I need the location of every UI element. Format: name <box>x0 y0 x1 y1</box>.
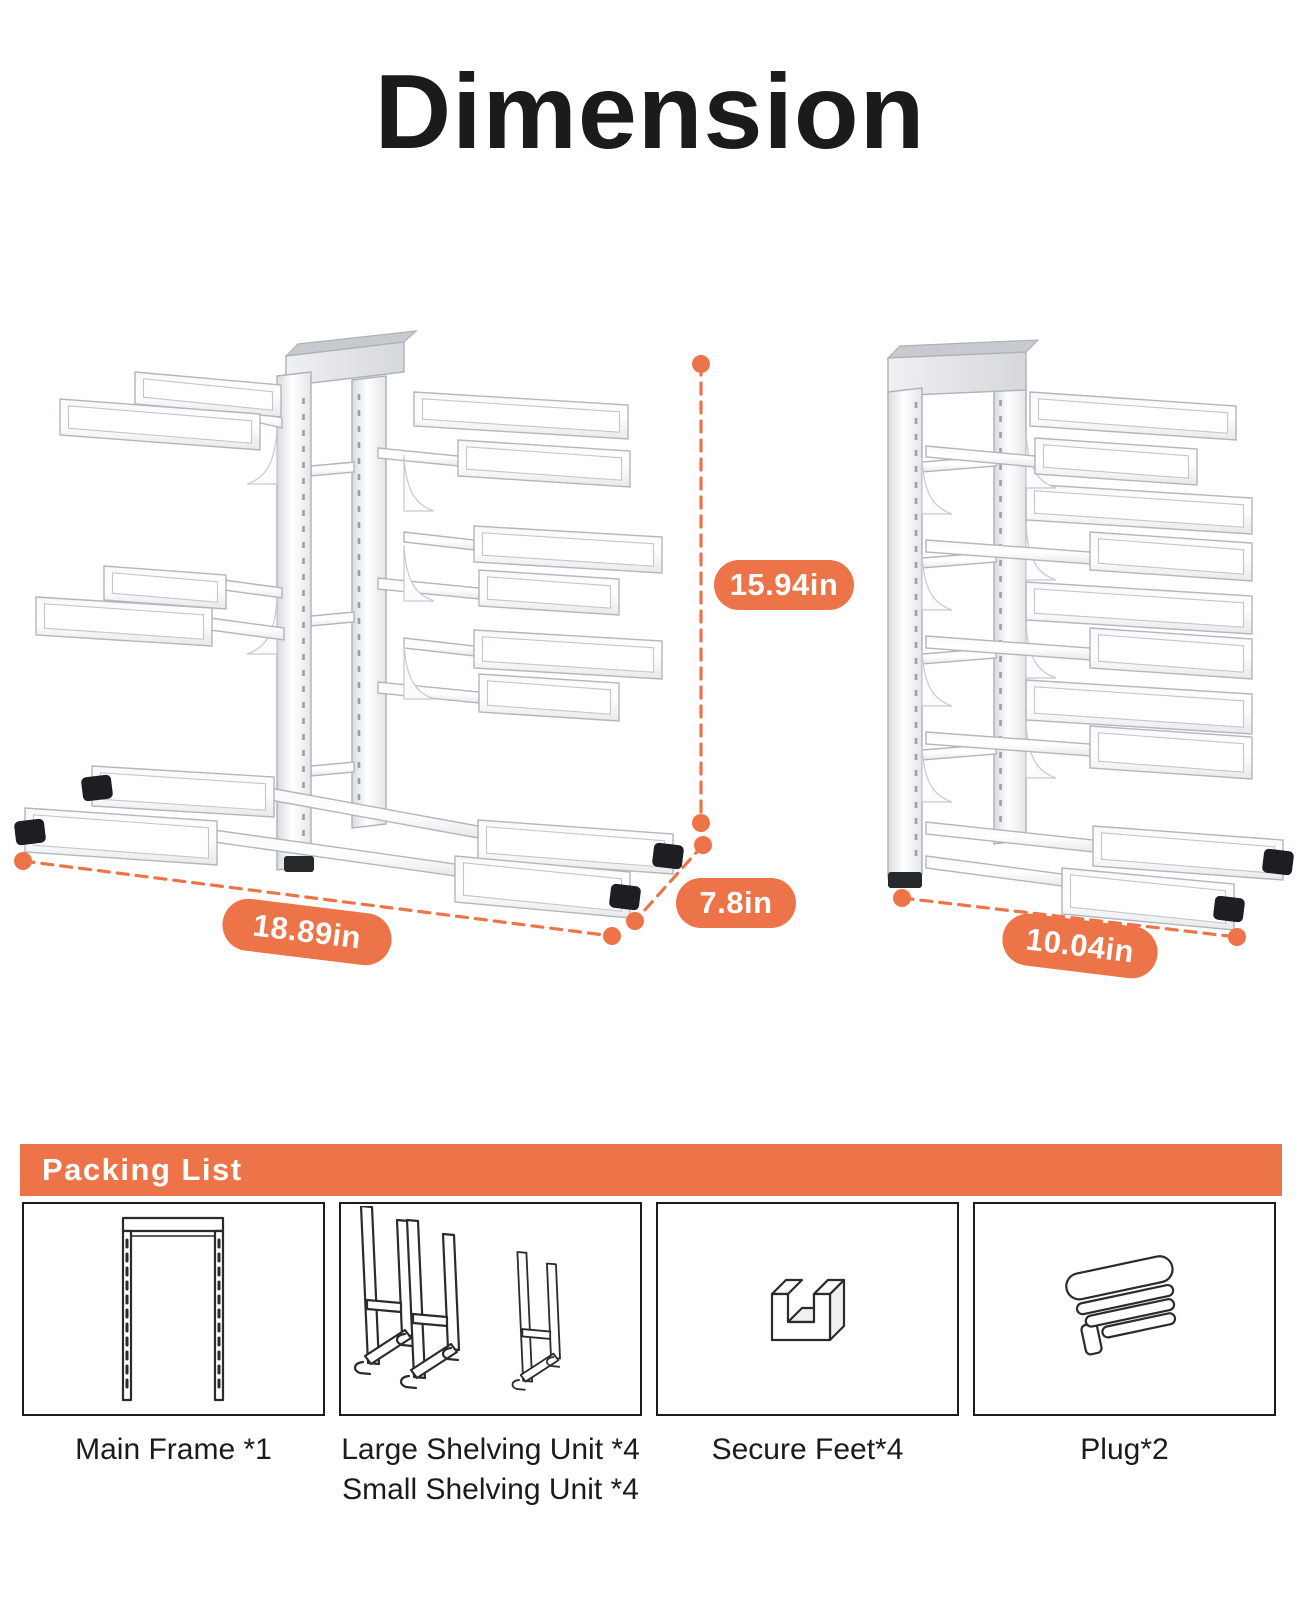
shelving-units-icon <box>353 1206 561 1391</box>
bracket-gusset <box>1025 523 1057 581</box>
bracket-gusset <box>1025 621 1057 679</box>
shelf-arm-hole <box>1037 398 1229 434</box>
rubber-cap <box>609 883 641 911</box>
plug-icon <box>1065 1255 1177 1356</box>
bracket-gusset <box>921 553 953 611</box>
page-title: Dimension <box>374 53 926 171</box>
shelf-arm-stem <box>209 617 285 641</box>
shelf-arm-hole <box>1033 686 1245 728</box>
dimension-dot <box>626 912 644 930</box>
shelf-arm-stem <box>377 681 480 704</box>
bracket-gusset <box>403 544 435 602</box>
rubber-cap <box>14 818 46 846</box>
depth-badge: 7.8in <box>676 878 796 928</box>
packing-item-label: Large Shelving Unit *4 <box>341 1433 640 1466</box>
dimension-dot <box>603 927 621 945</box>
width-dimension-line <box>21 859 614 938</box>
shelf-arm-hole <box>142 378 274 411</box>
bracket-gusset <box>403 454 435 512</box>
shelf-arm-hole <box>481 532 655 567</box>
shelf-arm-hole <box>1097 732 1245 773</box>
dimension-dot <box>1228 928 1246 946</box>
left-rack-illustration <box>14 330 684 919</box>
packing-item-secure-feet: Secure Feet*4 <box>656 1202 959 1510</box>
right-rack-top-beam <box>887 351 1027 397</box>
rubber-cap <box>652 842 684 870</box>
right-rack-back-rail <box>993 381 1027 845</box>
bracket-gusset <box>1025 721 1057 779</box>
post-foot <box>284 856 314 872</box>
bracket-gusset <box>921 745 953 803</box>
dimension-dot <box>893 889 911 907</box>
shelf-arm-hole <box>1069 874 1227 924</box>
shelf-arm-hole <box>67 405 253 444</box>
packing-item-box <box>973 1202 1276 1416</box>
dimension-lines <box>14 355 1246 946</box>
packing-item-box <box>22 1202 325 1416</box>
packing-item-label: Plug*2 <box>1080 1433 1169 1466</box>
dimension-dot <box>692 814 710 832</box>
shelf-arm-stem <box>403 637 475 657</box>
packing-list-header-label: Packing List <box>42 1152 243 1187</box>
shelf-arm-stem <box>925 855 1063 887</box>
rubber-cap <box>1262 848 1294 876</box>
shelf-arm-stem <box>377 577 480 600</box>
bracket-gusset <box>921 457 953 515</box>
shelf-arm-hole <box>481 636 655 673</box>
dimension-dot <box>694 836 712 854</box>
secure-feet-icon <box>770 1278 846 1342</box>
height-badge: 15.94in <box>714 560 854 610</box>
rubber-cap <box>81 774 113 802</box>
shelf-arm-stem <box>310 761 355 777</box>
shelf-arm-stem <box>310 611 355 627</box>
shelf-arm-hole <box>1033 490 1245 528</box>
packing-item-main-frame: Main Frame *1 <box>22 1202 325 1510</box>
width2-dimension-line <box>900 896 1239 939</box>
packing-item-label: Main Frame *1 <box>75 1433 272 1466</box>
shelf-arm-hole <box>421 398 621 433</box>
packing-item-label-2: Small Shelving Unit *4 <box>342 1473 639 1506</box>
packing-list-header: Packing List <box>20 1144 1282 1196</box>
shelf-arm-hole <box>465 446 623 481</box>
left-rack-back-rail <box>351 375 387 829</box>
packing-item-box <box>656 1202 959 1416</box>
shelf-arm-stem <box>213 829 456 877</box>
dimension-dot <box>14 852 32 870</box>
packing-item-box <box>339 1202 642 1416</box>
shelf-arm-stem <box>223 579 283 599</box>
shelf-arm-hole <box>462 862 623 912</box>
packing-item-label: Secure Feet*4 <box>711 1433 904 1466</box>
packing-item-shelving-units: Large Shelving Unit *4 Small Shelving Un… <box>339 1202 642 1510</box>
shelf-arm-hole <box>1097 538 1245 575</box>
rubber-cap <box>1213 895 1245 923</box>
shelf-arm-stem <box>310 461 355 477</box>
bracket-gusset <box>403 642 435 700</box>
shelf-arm-hole <box>1042 444 1190 479</box>
bracket-gusset <box>246 597 278 655</box>
bracket-gusset <box>1025 431 1057 489</box>
right-rack-illustration <box>886 339 1294 931</box>
shelf-arm-hole <box>486 680 612 715</box>
shelf-arm-hole <box>1033 588 1245 628</box>
packing-list-section: Main Frame *1 Large Shelving Unit *4 Sma… <box>22 1202 1278 1510</box>
shelf-arm-hole <box>111 572 219 603</box>
shelf-arm-hole <box>1097 634 1245 673</box>
right-rack-front-rail <box>887 387 923 879</box>
shelf-arm-stem <box>377 447 459 467</box>
bracket-gusset <box>246 427 278 485</box>
main-frame-icon <box>121 1216 225 1402</box>
bracket-gusset <box>921 649 953 707</box>
post-foot <box>888 872 922 888</box>
depth-dimension-line <box>633 843 705 923</box>
packing-item-plug: Plug*2 <box>973 1202 1276 1510</box>
shelf-arm-hole <box>43 603 205 640</box>
shelf-arm-hole <box>486 576 612 609</box>
shelf-arm-stem <box>403 531 475 551</box>
dimension-dot <box>692 355 710 373</box>
